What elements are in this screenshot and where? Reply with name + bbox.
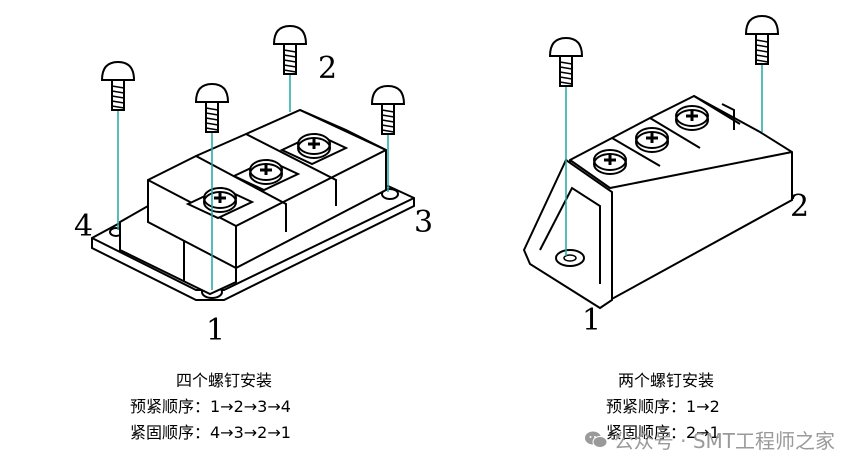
label-1-right: 1	[582, 303, 601, 338]
label-1-left: 1	[206, 313, 225, 348]
screw-icon	[549, 37, 583, 87]
screw-icon	[101, 61, 135, 111]
label-3-left: 3	[414, 205, 433, 240]
label-4-left: 4	[74, 209, 93, 244]
left-final-tighten: 紧固顺序：4→3→2→1	[130, 423, 291, 442]
screw-icon	[745, 15, 779, 65]
watermark: 公众号 · SMT工程师之家	[584, 425, 835, 454]
left-pre-tighten: 预紧顺序：1→2→3→4	[130, 397, 291, 416]
right-caption: 两个螺钉安装 预紧顺序：1→2 紧固顺序：2→1	[606, 368, 720, 446]
screw-icon	[371, 85, 405, 135]
watermark-text: 公众号 · SMT工程师之家	[613, 429, 835, 453]
screw-icon	[195, 83, 229, 133]
label-2-left: 2	[318, 51, 337, 86]
right-final-tighten: 紧固顺序：2→1	[606, 423, 720, 442]
two-screw-module	[522, 15, 793, 310]
wechat-icon	[584, 431, 608, 448]
right-caption-title: 两个螺钉安装	[618, 371, 715, 390]
four-screw-module	[91, 25, 415, 301]
screw-icon	[273, 25, 307, 75]
right-pre-tighten: 预紧顺序：1→2	[606, 397, 720, 416]
label-2-right: 2	[790, 189, 809, 224]
left-caption: 四个螺钉安装 预紧顺序：1→2→3→4 紧固顺序：4→3→2→1	[130, 368, 291, 446]
left-caption-title: 四个螺钉安装	[176, 371, 273, 390]
